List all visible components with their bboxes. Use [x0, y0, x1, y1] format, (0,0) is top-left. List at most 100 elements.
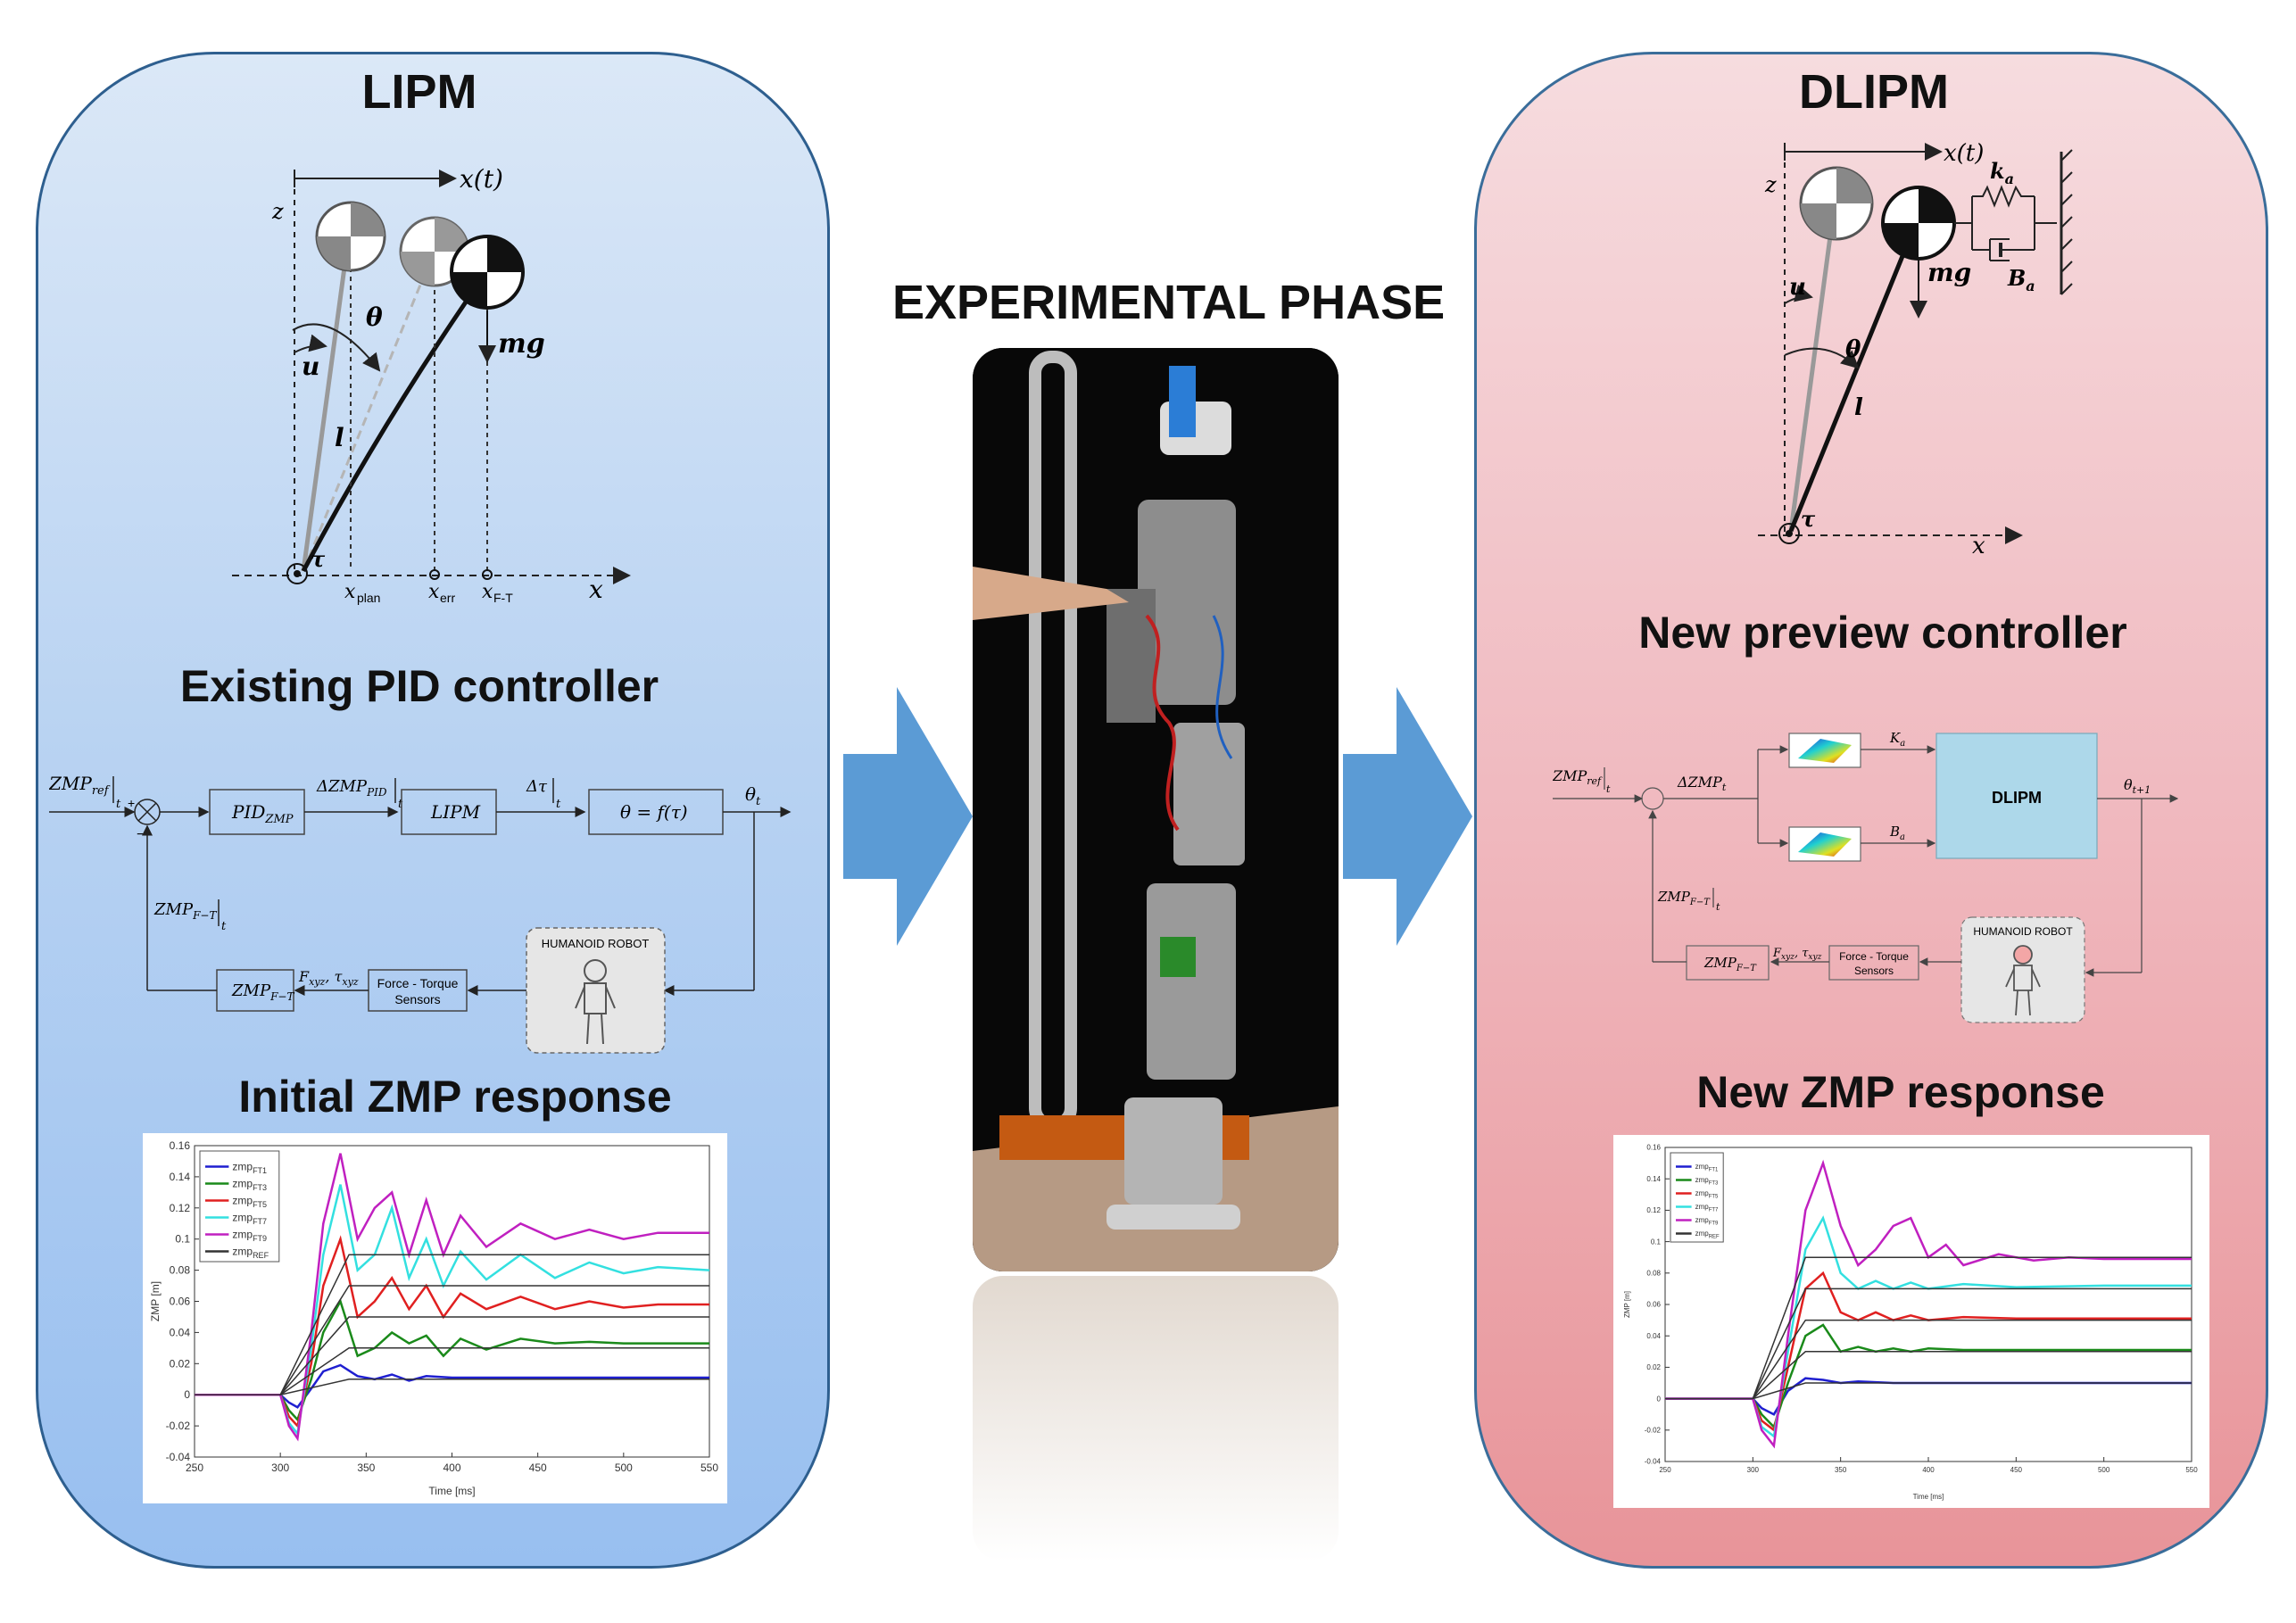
lipm-pendulum-diagram: x(t) z x mg θ u l τ x plan x err x F-T	[232, 164, 631, 605]
svg-text:+: +	[128, 796, 135, 810]
initial-zmp-series-ref-9	[279, 1254, 709, 1395]
dlipm-x-axis-label: x	[1972, 533, 1985, 559]
initial-zmp-ytick-label: 0.08	[170, 1264, 191, 1277]
new-zmp-ytick-label: -0.04	[1645, 1458, 1662, 1466]
new-zmp-ytick-label: 0.1	[1651, 1238, 1662, 1246]
new-zmp-series-ft3-1	[1665, 1323, 2192, 1429]
initial-zmp-title: Initial ZMP response	[238, 1072, 672, 1122]
initial-zmp-xtick-label: 400	[443, 1462, 460, 1474]
new-zmp-xtick-label: 550	[2185, 1466, 2198, 1474]
preview-block-diagram: ZMPref t ΔZMPt Ka Ba DLIPM θt+1 HUMANOID…	[1553, 730, 2179, 1023]
initial-zmp-legend-label: zmpFT1	[232, 1161, 267, 1176]
new-zmp-legend-label: zmpREF	[1695, 1230, 1720, 1239]
initial-zmp-plot-area	[194, 1145, 710, 1458]
initial-zmp-ytick-label: 0.02	[170, 1357, 191, 1370]
initial-zmp-xtick-label: 300	[271, 1462, 289, 1474]
lipm-xft-label: F-T	[493, 591, 513, 605]
svg-text:−: −	[137, 827, 145, 842]
com-ball-plan-icon	[315, 201, 386, 272]
svg-text:Force - Torque: Force - Torque	[1839, 950, 1909, 963]
new-zmp-legend-label: zmpFT5	[1695, 1189, 1719, 1199]
initial-zmp-legend-label: zmpFT3	[232, 1178, 267, 1193]
new-preview-title: New preview controller	[1638, 608, 2127, 658]
dlipm-ba-label: Ba	[2007, 265, 2035, 294]
svg-text:θt+1: θt+1	[2124, 776, 2151, 796]
initial-zmp-ytick-label: 0	[184, 1388, 190, 1401]
new-zmp-series-ref-7	[1752, 1319, 2192, 1400]
initial-zmp-ytick-label: 0.12	[170, 1202, 191, 1214]
svg-text:DLIPM: DLIPM	[1992, 789, 2042, 807]
initial-zmp-xtick-label: 250	[186, 1462, 203, 1474]
initial-zmp-ytick-label: 0.1	[175, 1233, 190, 1246]
svg-text:Sensors: Sensors	[1854, 965, 1894, 977]
initial-zmp-ytick-label: -0.04	[166, 1451, 191, 1463]
lipm-xerr-label: err	[440, 591, 455, 605]
preview-force-torque-block	[1828, 945, 1919, 981]
new-zmp-legend-label: zmpFT3	[1695, 1176, 1719, 1186]
svg-text:t: t	[556, 798, 561, 811]
svg-text:ΔZMPt: ΔZMPt	[1677, 774, 1727, 793]
dlipm-pendulum-diagram: x(t) z x mg ka Ba θ u l τ	[1758, 140, 2073, 559]
new-zmp-ytick-label: 0.12	[1646, 1206, 1661, 1214]
new-zmp-ytick-label: 0.06	[1646, 1301, 1661, 1309]
new-zmp-series-ft9-4	[1665, 1159, 2192, 1449]
svg-text:x: x	[344, 581, 356, 603]
new-zmp-legend-label: zmpFT9	[1695, 1216, 1719, 1226]
new-zmp-ylabel: ZMP [m]	[1623, 1291, 1631, 1318]
dlipm-title: DLIPM	[1799, 65, 1949, 119]
svg-text:t: t	[1716, 901, 1720, 913]
svg-text:ΔZMPPID: ΔZMPPID	[316, 777, 387, 799]
new-zmp-series-ref-9	[1752, 1256, 2192, 1399]
initial-zmp-legend-label: zmpREF	[232, 1246, 269, 1261]
lipm-u-label: u	[302, 352, 319, 381]
preview-humanoid-robot-box	[1960, 916, 2085, 1023]
lipm-title: LIPM	[361, 65, 477, 119]
svg-text:ZMPF−T: ZMPF−T	[153, 900, 217, 922]
svg-text:θ = f(τ): θ = f(τ)	[620, 801, 688, 823]
new-zmp-xtick-label: 300	[1747, 1466, 1760, 1474]
experimental-phase-title: EXPERIMENTAL PHASE	[892, 276, 1446, 329]
new-zmp-ytick-label: 0.08	[1646, 1269, 1661, 1277]
pid-summing-junction: + −	[128, 796, 161, 842]
new-zmp-ytick-label: 0.04	[1646, 1332, 1661, 1340]
new-zmp-plot-area	[1664, 1147, 2192, 1462]
initial-zmp-ytick-label: 0.06	[170, 1296, 191, 1308]
svg-text:LIPM: LIPM	[430, 801, 481, 823]
new-zmp-ytick-label: -0.02	[1645, 1426, 1662, 1434]
initial-zmp-ytick-label: 0.04	[170, 1326, 191, 1338]
arrow-right-right	[1343, 687, 1472, 946]
initial-zmp-ylabel: ZMP [m]	[149, 1281, 162, 1321]
svg-text:ZMPF−T: ZMPF−T	[1703, 955, 1757, 973]
initial-zmp-ytick-label: 0.16	[170, 1139, 191, 1152]
svg-text:x: x	[428, 581, 440, 603]
spring-damper-icon	[1954, 149, 2073, 295]
dlipm-z-label: z	[1764, 172, 1777, 197]
lipm-z-label: z	[271, 199, 284, 224]
lipm-theta-label: θ	[366, 302, 383, 332]
initial-zmp-series-ref-8	[279, 1285, 709, 1395]
dlipm-tau-label: τ	[1801, 506, 1816, 532]
preview-summing-junction	[1641, 787, 1664, 810]
new-zmp-ytick-label: 0.16	[1646, 1144, 1661, 1152]
svg-text:PIDZMP: PIDZMP	[231, 801, 294, 826]
svg-text:ZMPref: ZMPref	[49, 773, 111, 798]
com-ball-ft-icon	[450, 235, 525, 310]
dlipm-xt-label: x(t)	[1944, 140, 1984, 167]
svg-text:HUMANOID ROBOT: HUMANOID ROBOT	[1973, 925, 2073, 938]
lipm-tau-label: τ	[311, 546, 326, 572]
svg-text:ZMPF−T: ZMPF−T	[231, 981, 294, 1003]
new-zmp-xtick-label: 400	[1922, 1466, 1935, 1474]
initial-zmp-legend-label: zmpFT5	[232, 1195, 267, 1210]
new-zmp-legend-label: zmpFT7	[1695, 1203, 1719, 1213]
new-zmp-xtick-label: 500	[2098, 1466, 2110, 1474]
initial-zmp-series-ref-7	[279, 1316, 709, 1395]
svg-text:HUMANOID ROBOT: HUMANOID ROBOT	[542, 937, 650, 950]
initial-zmp-ytick-label: 0.14	[170, 1171, 191, 1183]
new-zmp-xtick-label: 250	[1659, 1466, 1671, 1474]
dlipm-com-ball-faded-icon	[1799, 166, 1874, 241]
dlipm-u-label: u	[1789, 274, 1806, 301]
initial-zmp-xtick-label: 450	[529, 1462, 547, 1474]
new-zmp-title: New ZMP response	[1696, 1067, 2105, 1117]
lipm-x-axis-label: x	[589, 575, 603, 604]
new-zmp-ytick-label: 0.02	[1646, 1363, 1661, 1371]
